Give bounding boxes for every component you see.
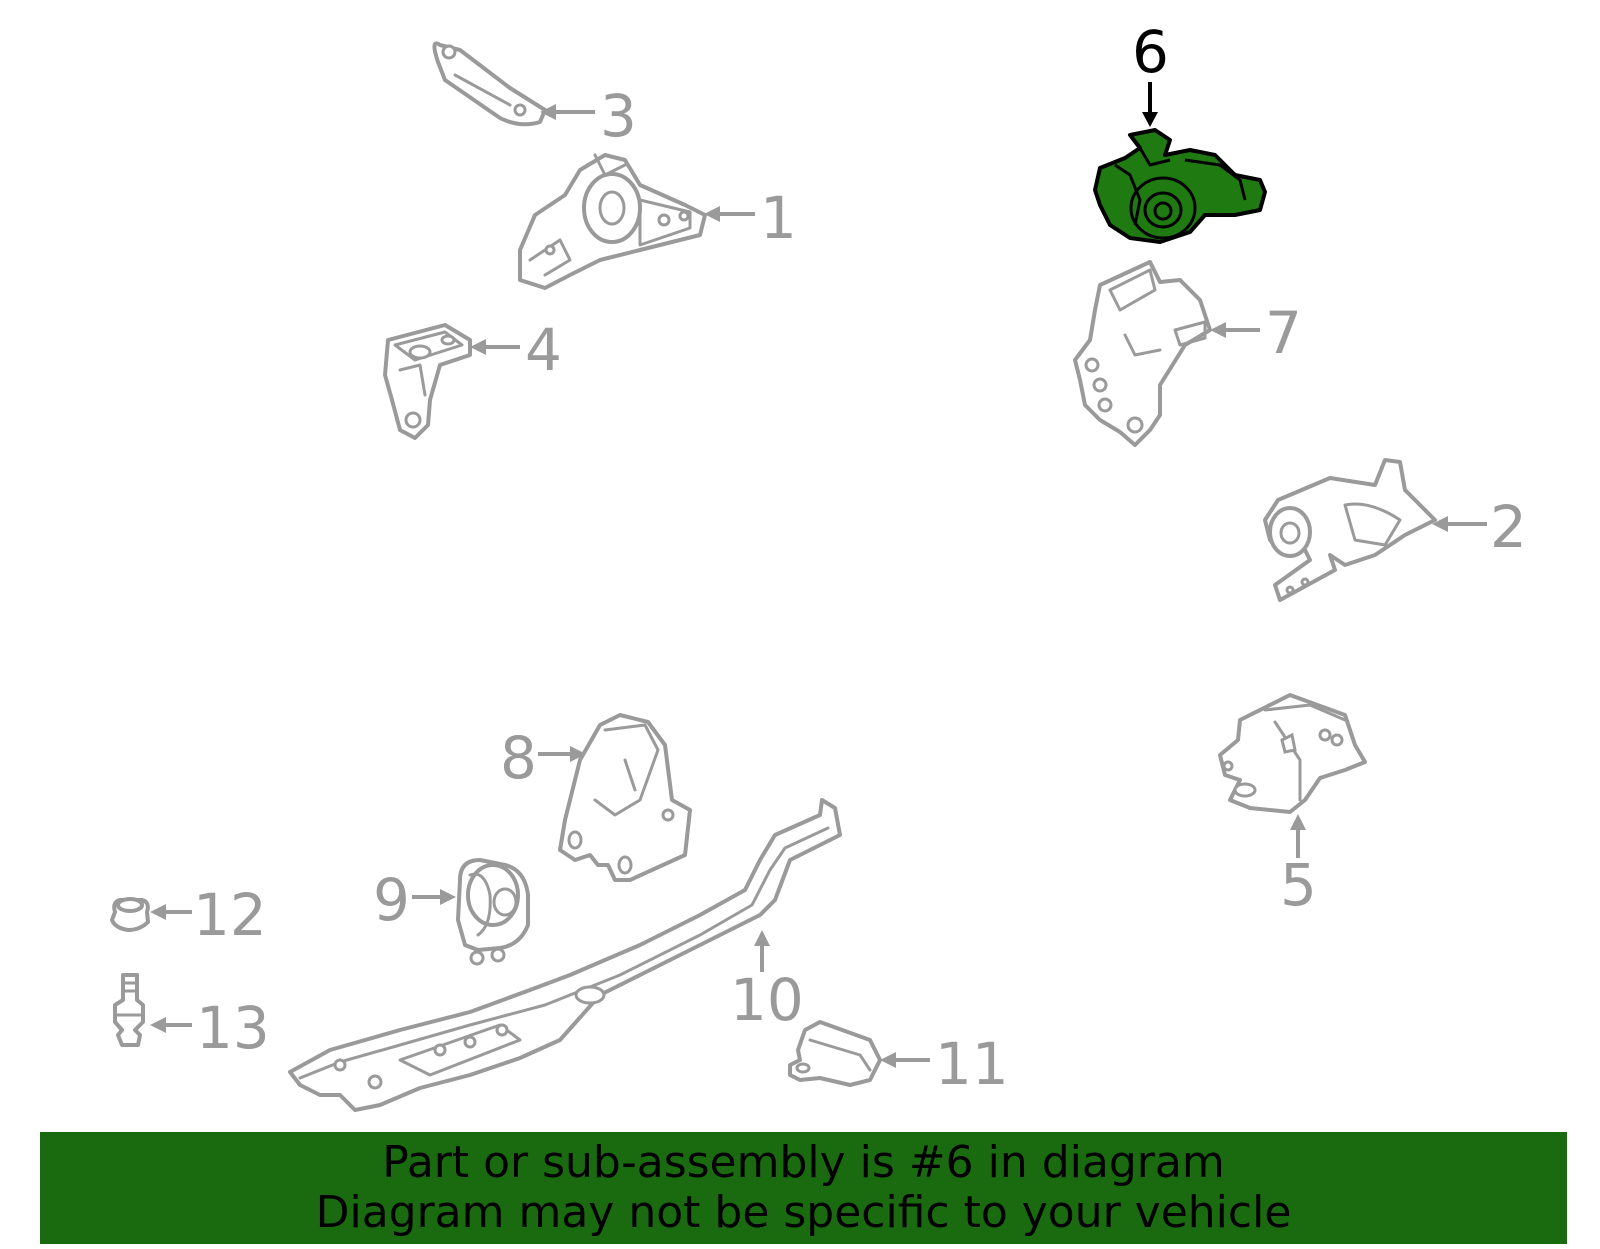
arrow-9: [412, 889, 456, 905]
callout-1: 1: [760, 184, 797, 252]
arrow-13: [150, 1017, 192, 1033]
callout-9: 9: [373, 866, 410, 934]
arrow-8: [538, 746, 586, 762]
arrow-7: [1210, 322, 1260, 338]
banner-line-1: Part or sub-assembly is #6 in diagram: [382, 1137, 1225, 1188]
part-10: [288, 798, 842, 1112]
callout-12: 12: [193, 881, 267, 949]
arrow-2: [1432, 516, 1487, 532]
banner-line-2: Diagram may not be specific to your vehi…: [315, 1187, 1292, 1238]
part-2: [1263, 458, 1437, 602]
callout-6: 6: [1132, 18, 1169, 86]
callout-2: 2: [1490, 493, 1527, 561]
part-8: [558, 713, 692, 882]
callout-3: 3: [600, 82, 637, 150]
callout-5: 5: [1280, 851, 1317, 919]
part-4: [383, 323, 472, 440]
part-1: [518, 153, 707, 290]
arrow-11: [880, 1052, 930, 1068]
arrow-5: [1290, 814, 1306, 858]
part-11: [788, 1020, 882, 1087]
callout-4: 4: [525, 316, 562, 384]
arrow-4: [470, 339, 520, 355]
arrow-1: [704, 206, 755, 222]
callout-13: 13: [196, 994, 270, 1062]
part-3: [432, 41, 547, 127]
part-6-highlighted: [1093, 128, 1267, 244]
arrow-3: [540, 104, 595, 120]
arrow-10: [754, 930, 770, 972]
part-7: [1073, 260, 1212, 447]
arrow-6: [1142, 82, 1158, 127]
part-5: [1218, 693, 1367, 814]
arrow-12: [150, 904, 192, 920]
callout-8: 8: [500, 724, 537, 792]
callout-11: 11: [935, 1030, 1009, 1098]
callout-10: 10: [730, 966, 804, 1034]
callout-7: 7: [1265, 299, 1302, 367]
info-banner: Part or sub-assembly is #6 in diagram Di…: [40, 1132, 1567, 1244]
part-13: [113, 973, 145, 1047]
part-12: [110, 897, 150, 932]
part-9: [456, 858, 530, 966]
